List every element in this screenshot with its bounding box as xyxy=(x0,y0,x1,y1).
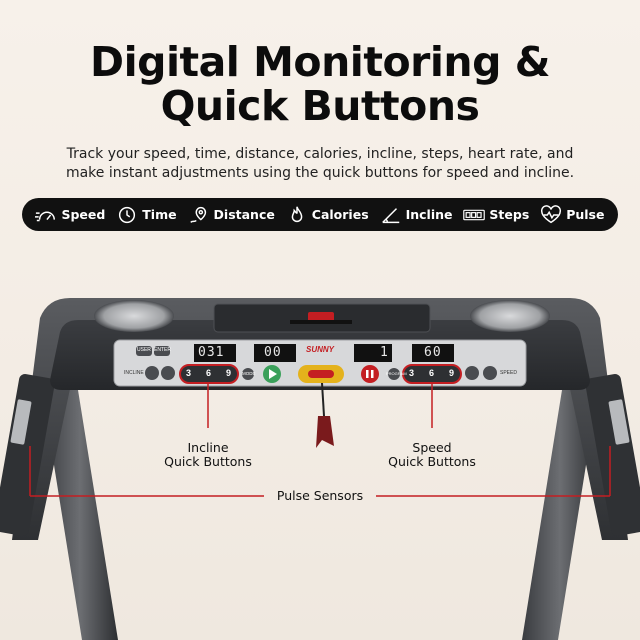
feature-pulse: Pulse xyxy=(540,204,605,225)
feature-steps: Steps xyxy=(463,205,529,225)
display-1 xyxy=(194,344,236,362)
feature-speed: Speed xyxy=(35,205,105,225)
pulse-sensors-callout: Pulse Sensors xyxy=(276,488,364,503)
headline-line-1: Digital Monitoring & xyxy=(90,38,550,86)
subheadline-line-2: make instant adjustments using the quick… xyxy=(65,165,575,181)
incline-callout-line-2: Quick Buttons xyxy=(164,454,252,469)
speed-up-button xyxy=(483,366,497,380)
step-counter-icon xyxy=(463,209,486,220)
feature-label-pulse: Pulse xyxy=(566,207,605,222)
program-button xyxy=(388,368,400,380)
safety-key-slot xyxy=(308,312,334,322)
speedometer-icon xyxy=(35,211,56,221)
feature-incline: Incline xyxy=(380,205,453,225)
speed-quick-buttons-callout: Speed Quick Buttons xyxy=(372,441,492,469)
flame-icon xyxy=(291,206,303,222)
incline-down-button xyxy=(161,366,175,380)
mode-button xyxy=(242,368,254,380)
speed-down-button xyxy=(465,366,479,380)
treadmill-illustration xyxy=(0,298,640,640)
headline: Digital Monitoring & Quick Buttons xyxy=(0,40,640,128)
feature-calories: Calories xyxy=(286,205,369,225)
feature-bar: Speed Time Distance Calories Incline Ste… xyxy=(22,198,618,231)
left-pulse-sensor xyxy=(10,399,32,445)
feature-label-incline: Incline xyxy=(405,207,453,222)
feature-label-steps: Steps xyxy=(489,207,530,222)
left-handle xyxy=(0,374,55,536)
display-4 xyxy=(412,344,454,362)
headline-line-2: Quick Buttons xyxy=(160,82,480,130)
speed-quick-button-group xyxy=(402,364,462,384)
incline-up-button xyxy=(145,366,159,380)
incline-quick-buttons-callout: Incline Quick Buttons xyxy=(148,441,268,469)
subheadline-line-1: Track your speed, time, distance, calori… xyxy=(66,146,574,162)
right-pulse-sensor xyxy=(608,399,630,445)
right-handle xyxy=(585,374,640,536)
incline-callout-line-1: Incline xyxy=(187,440,229,455)
feature-time: Time xyxy=(116,205,177,225)
enter-button xyxy=(154,346,170,356)
heart-pulse-icon xyxy=(541,204,562,223)
left-upright xyxy=(42,390,118,640)
right-upright xyxy=(522,390,598,640)
safety-key-lanyard xyxy=(321,382,325,417)
user-button xyxy=(136,346,152,356)
feature-label-time: Time xyxy=(142,207,177,222)
speed-callout-line-2: Quick Buttons xyxy=(388,454,476,469)
feature-label-speed: Speed xyxy=(61,207,106,222)
pause-stop-button xyxy=(361,365,379,383)
right-cup-holder xyxy=(470,300,550,332)
display-3 xyxy=(354,344,392,362)
feature-label-calories: Calories xyxy=(311,207,369,222)
speed-callout-line-1: Speed xyxy=(412,440,452,455)
clock-icon xyxy=(119,206,136,223)
feature-distance: Distance xyxy=(188,205,275,225)
feature-label-distance: Distance xyxy=(213,207,275,222)
incline-quick-button-group xyxy=(179,364,239,384)
incline-icon xyxy=(381,207,399,223)
display-2 xyxy=(254,344,296,362)
map-pin-icon xyxy=(189,206,206,223)
left-cup-holder xyxy=(94,300,174,332)
subheadline: Track your speed, time, distance, calori… xyxy=(20,145,620,183)
